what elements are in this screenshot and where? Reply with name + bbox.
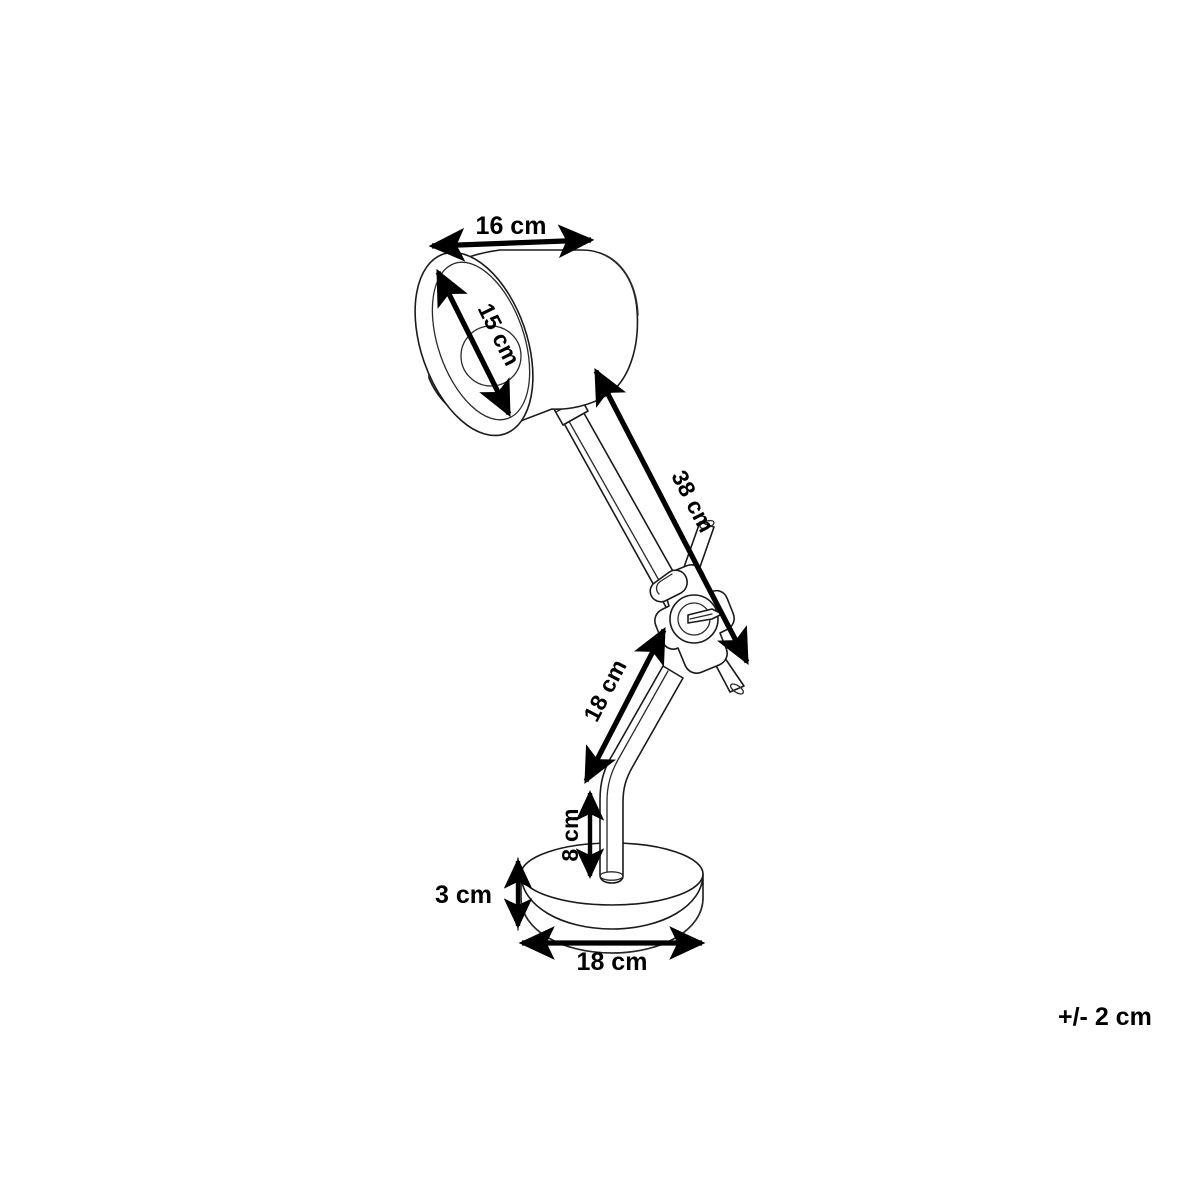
shade-rear-cap [599,252,639,316]
dim-18cm-base-label: 18 cm [577,948,648,976]
dim-15cm-line [435,268,512,418]
dimension-stem-height: 8 cm [557,790,605,879]
dim-3cm-label: 3 cm [435,881,492,909]
dim-38cm-line [593,367,750,666]
tolerance-note: +/- 2 cm [1058,1003,1152,1031]
dim-8cm-label: 8 cm [557,808,583,861]
dimension-base-diameter: 18 cm [518,926,706,976]
dim-18cm-arm-line [583,626,667,785]
cross-handle-lower-cap [730,683,744,695]
dim-18cm-arm-label: 18 cm [578,655,632,726]
dim-16cm-label: 16 cm [476,212,547,240]
dim-16cm-line [428,224,595,262]
dimension-shade-width: 16 cm [428,212,595,262]
dimension-base-height: 3 cm [435,857,533,931]
